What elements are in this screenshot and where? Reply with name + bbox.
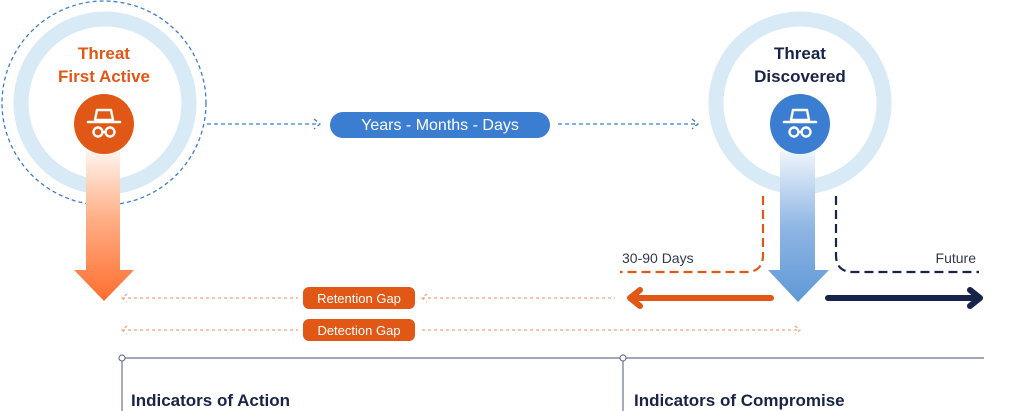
node-title-line2: Discovered bbox=[754, 67, 846, 86]
axis-marker bbox=[619, 354, 627, 362]
indicators-of-compromise-label: Indicators of Compromise bbox=[634, 391, 845, 410]
axis-marker bbox=[118, 354, 126, 362]
threat-first-active-node: Threat First Active bbox=[1, 0, 207, 301]
down-arrow-orange bbox=[74, 152, 134, 301]
future-arrow bbox=[825, 287, 983, 309]
detection-gap-pill bbox=[303, 319, 415, 341]
future-label: Future bbox=[936, 250, 977, 266]
past-arrow bbox=[627, 287, 774, 309]
incognito-badge bbox=[74, 94, 134, 154]
dashed-orbit bbox=[1, 0, 207, 206]
indicators-of-action-label: Indicators of Action bbox=[131, 391, 290, 410]
past-window-bracket bbox=[620, 196, 765, 274]
past-window-label: 30-90 Days bbox=[622, 250, 694, 266]
retention-gap-row: Retention Gap bbox=[121, 287, 615, 309]
node-title-line1: Threat bbox=[78, 44, 130, 63]
node-title-line1: Threat bbox=[774, 44, 826, 63]
detection-gap-row: Detection Gap bbox=[121, 319, 801, 341]
node-title-line2: First Active bbox=[58, 67, 150, 86]
incognito-badge bbox=[770, 94, 830, 154]
down-arrow-blue bbox=[768, 152, 829, 302]
detection-gap-label: Detection Gap bbox=[317, 323, 400, 338]
timespan-label: Years - Months - Days bbox=[361, 117, 519, 134]
threat-discovered-node: Threat Discovered bbox=[708, 11, 892, 302]
retention-gap-pill bbox=[303, 287, 415, 309]
retention-gap-label: Retention Gap bbox=[317, 291, 401, 306]
timespan-connector: Years - Months - Days bbox=[207, 112, 700, 138]
timespan-pill bbox=[330, 112, 550, 138]
indicator-axis: Indicators of Action Indicators of Compr… bbox=[118, 354, 984, 411]
future-bracket bbox=[834, 196, 979, 274]
